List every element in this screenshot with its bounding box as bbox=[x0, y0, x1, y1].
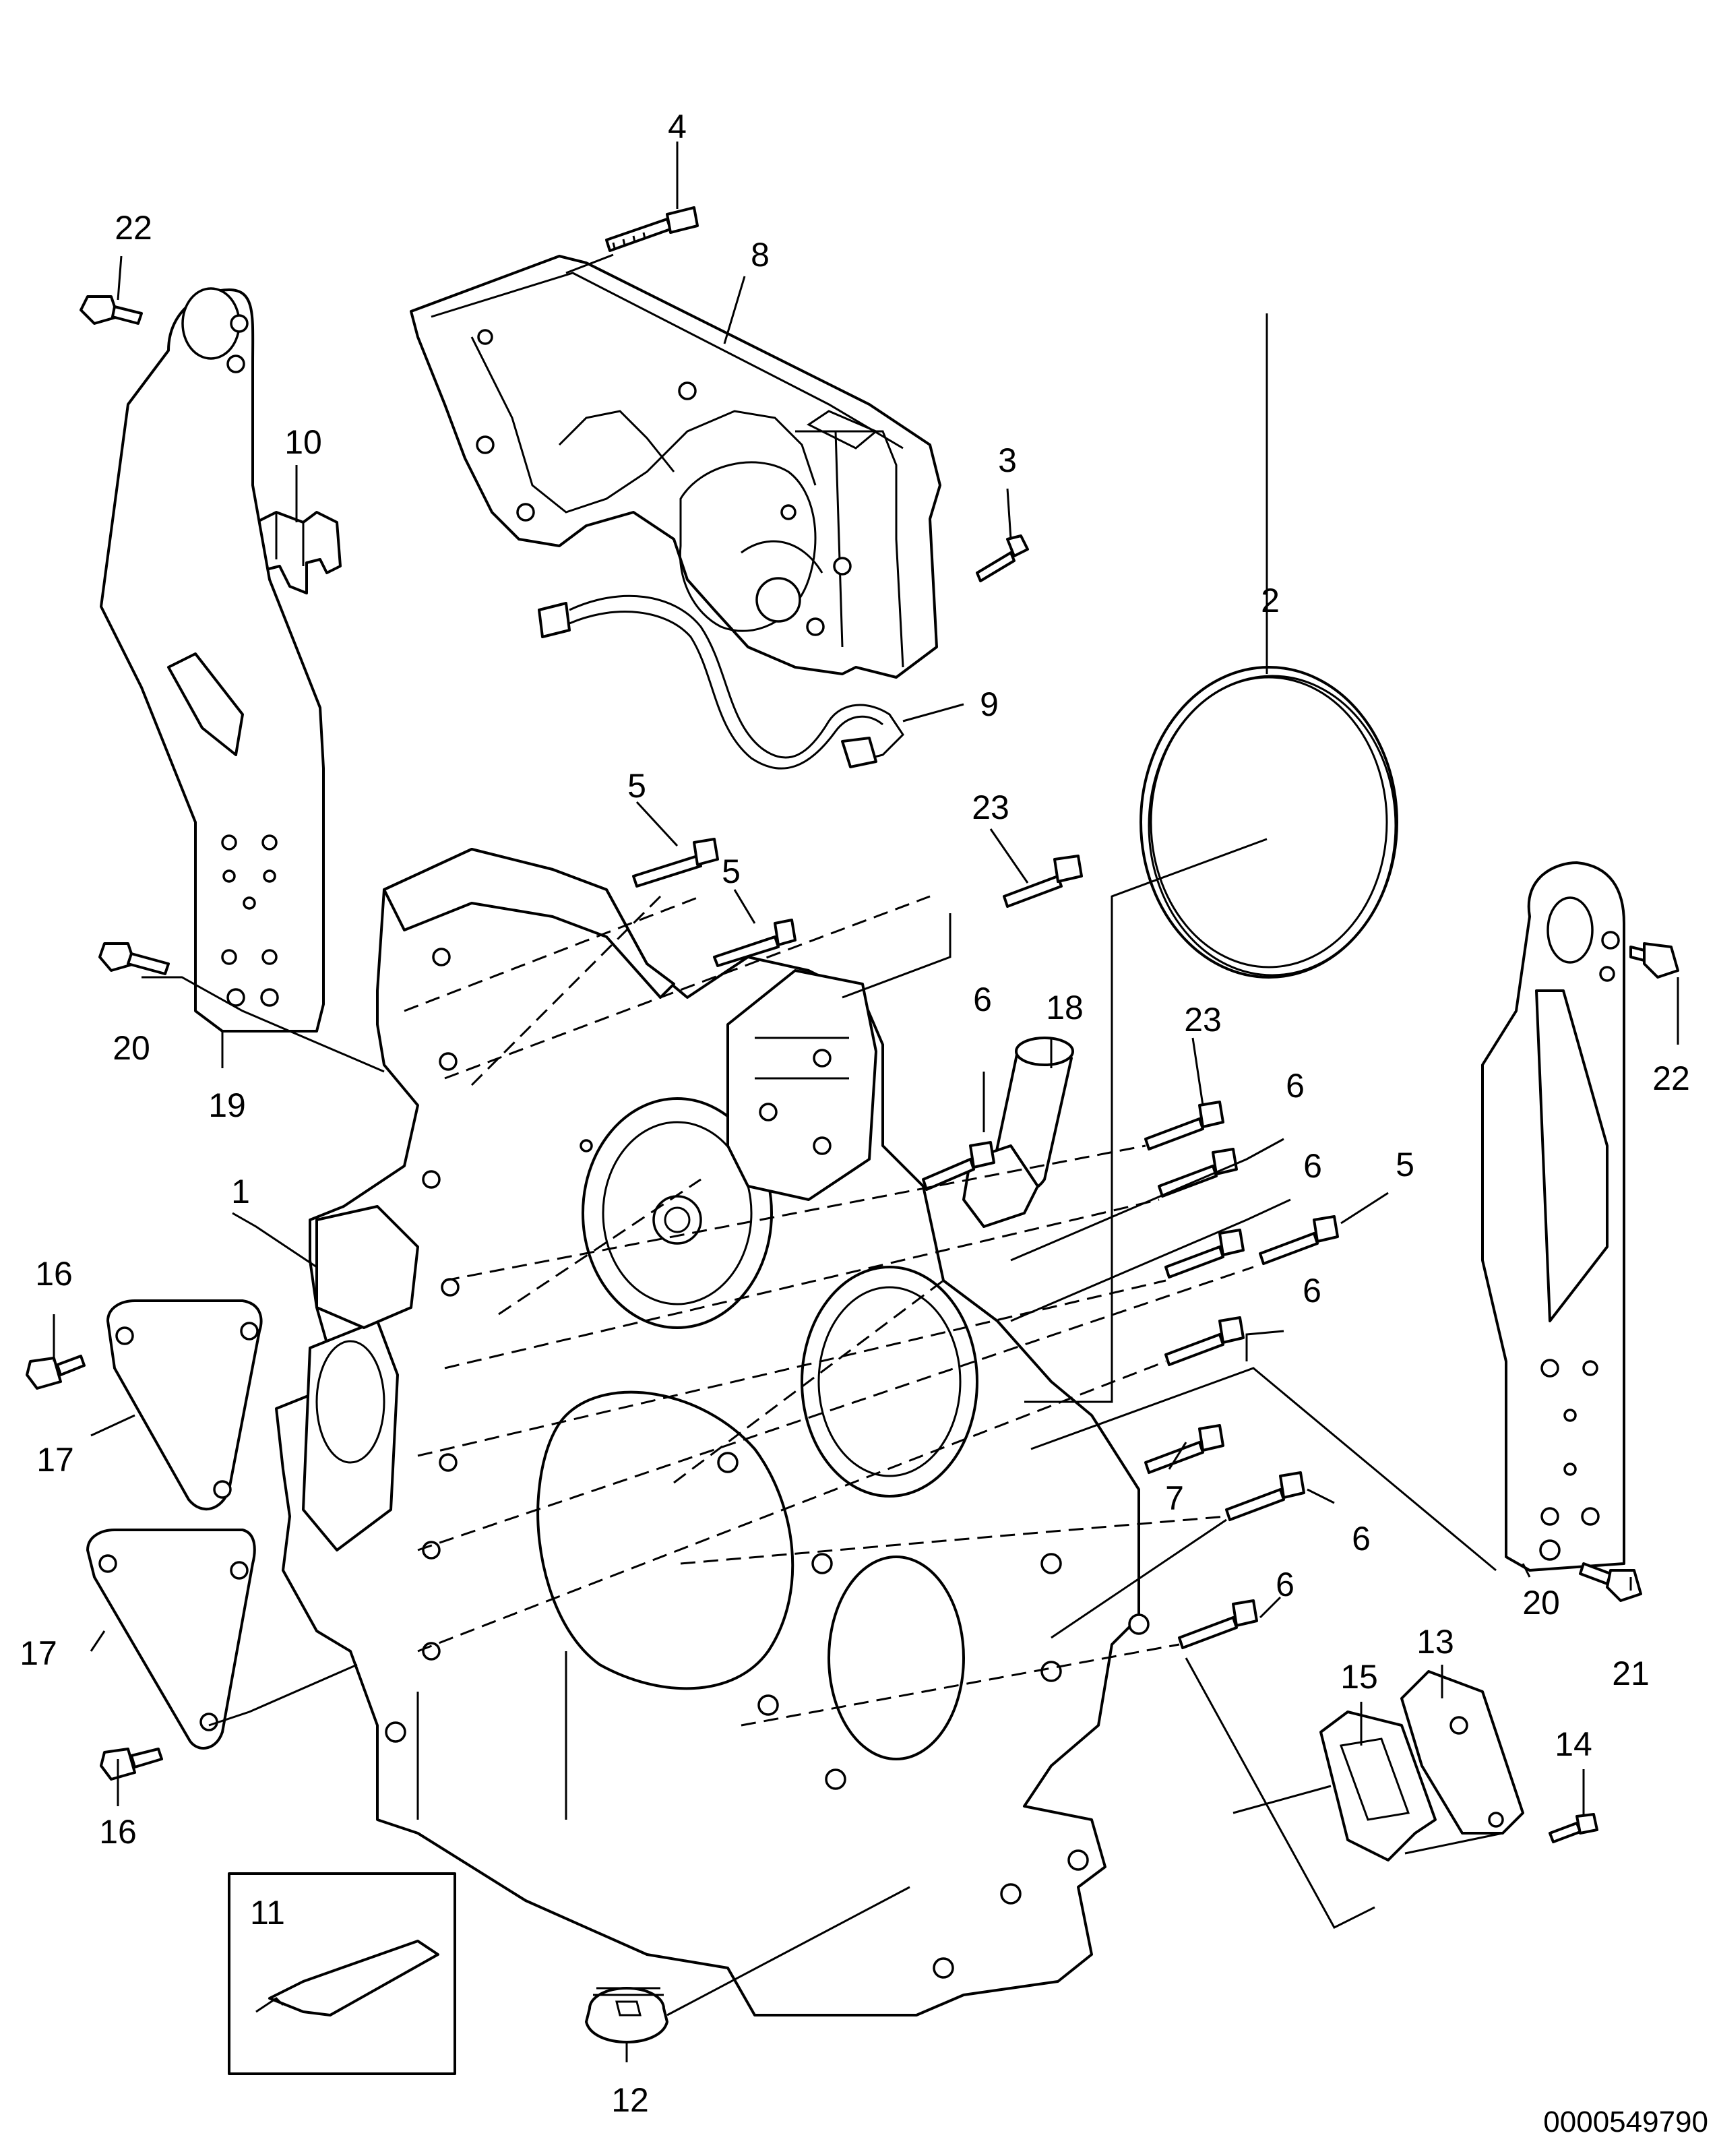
callout-5-upper: 5 bbox=[627, 767, 646, 805]
timing-gear-housing-part-1 bbox=[275, 848, 1150, 2016]
callout-19: 19 bbox=[208, 1086, 246, 1124]
callout-2: 2 bbox=[1261, 582, 1280, 619]
o-ring-seal-part-2 bbox=[1140, 666, 1398, 979]
callout-6-e: 6 bbox=[1352, 1520, 1371, 1558]
bolt-part-6-d bbox=[1164, 1316, 1245, 1366]
bolt-part-5-a bbox=[632, 838, 719, 888]
callout-4: 4 bbox=[668, 108, 687, 146]
bolt-part-22-right bbox=[1629, 942, 1679, 979]
bolt-part-6-c bbox=[1164, 1229, 1245, 1279]
callout-5-middle: 5 bbox=[722, 853, 741, 890]
callout-labels: 4 22 8 10 3 2 9 5 23 5 20 19 22 6 18 23 … bbox=[20, 108, 1690, 2119]
bolt-part-16-lower bbox=[100, 1748, 163, 1781]
bolt-part-5-b bbox=[713, 919, 797, 967]
callout-23-upper: 23 bbox=[972, 789, 1009, 826]
bolt-part-21 bbox=[1579, 1562, 1642, 1602]
callout-7: 7 bbox=[1165, 1479, 1184, 1517]
callout-6-f: 6 bbox=[1276, 1566, 1294, 1603]
callout-6-d: 6 bbox=[1303, 1272, 1321, 1310]
callout-12: 12 bbox=[611, 2081, 649, 2119]
callout-15: 15 bbox=[1340, 1658, 1378, 1696]
lifting-bracket-right-part-20 bbox=[1481, 861, 1625, 1572]
bolt-part-5-c bbox=[1259, 1215, 1339, 1265]
callout-13: 13 bbox=[1416, 1623, 1454, 1661]
bolt-part-20-left bbox=[98, 942, 170, 975]
callout-14: 14 bbox=[1555, 1725, 1592, 1763]
fitting-part-18 bbox=[962, 1037, 1074, 1228]
callout-22-left: 22 bbox=[115, 209, 152, 247]
document-number: 0000549790 bbox=[1543, 2105, 1708, 2138]
bolt-part-16-upper bbox=[26, 1355, 86, 1390]
callout-5-lower: 5 bbox=[1396, 1146, 1414, 1183]
bolt-part-6-b bbox=[1158, 1148, 1238, 1198]
callout-10: 10 bbox=[284, 423, 322, 461]
callout-20-left: 20 bbox=[113, 1029, 150, 1067]
callout-6-c: 6 bbox=[1303, 1147, 1322, 1185]
callout-21: 21 bbox=[1612, 1655, 1650, 1692]
callout-23-lower: 23 bbox=[1184, 1001, 1222, 1039]
bolt-part-7 bbox=[1144, 1424, 1224, 1474]
callout-20-right: 20 bbox=[1522, 1584, 1560, 1622]
cover-plate-upper-part-17 bbox=[106, 1299, 263, 1511]
callout-1: 1 bbox=[231, 1173, 250, 1210]
callout-17-lower: 17 bbox=[20, 1634, 57, 1672]
bolt-part-6-f bbox=[1178, 1599, 1258, 1649]
callout-17-upper: 17 bbox=[36, 1441, 74, 1479]
bolt-part-22-left bbox=[80, 295, 143, 325]
lifting-bracket-left-part-19 bbox=[100, 287, 325, 1033]
callout-6-b: 6 bbox=[1286, 1067, 1305, 1105]
sealant-kit-box-part-11 bbox=[228, 1872, 456, 2075]
plug-part-12 bbox=[585, 1987, 668, 2043]
callout-8: 8 bbox=[751, 236, 770, 274]
alignment-lines bbox=[404, 895, 1254, 1727]
callout-16-upper: 16 bbox=[35, 1255, 73, 1293]
callout-22-right: 22 bbox=[1652, 1059, 1690, 1097]
callout-16-lower: 16 bbox=[99, 1813, 137, 1851]
callout-9: 9 bbox=[980, 685, 999, 723]
bolt-part-6-a bbox=[922, 1141, 995, 1191]
callout-18: 18 bbox=[1046, 989, 1084, 1026]
callout-6-a: 6 bbox=[973, 981, 992, 1018]
cover-part-13 bbox=[1400, 1670, 1524, 1835]
bolt-part-4 bbox=[605, 206, 699, 252]
wiring-harness-part-9 bbox=[538, 594, 904, 770]
bolt-part-23-a bbox=[1003, 855, 1083, 908]
gasket-part-15 bbox=[1319, 1711, 1437, 1861]
upper-timing-cover-part-8 bbox=[410, 255, 941, 679]
callout-3: 3 bbox=[998, 441, 1017, 479]
cover-plate-lower-part-17 bbox=[86, 1529, 256, 1750]
bolt-part-14 bbox=[1549, 1813, 1598, 1843]
bolt-part-6-e bbox=[1225, 1471, 1305, 1521]
callout-11: 11 bbox=[250, 1894, 285, 1932]
bolt-part-23-b bbox=[1144, 1101, 1224, 1150]
bolt-part-3 bbox=[976, 534, 1029, 582]
leader-lines bbox=[53, 142, 1679, 2062]
